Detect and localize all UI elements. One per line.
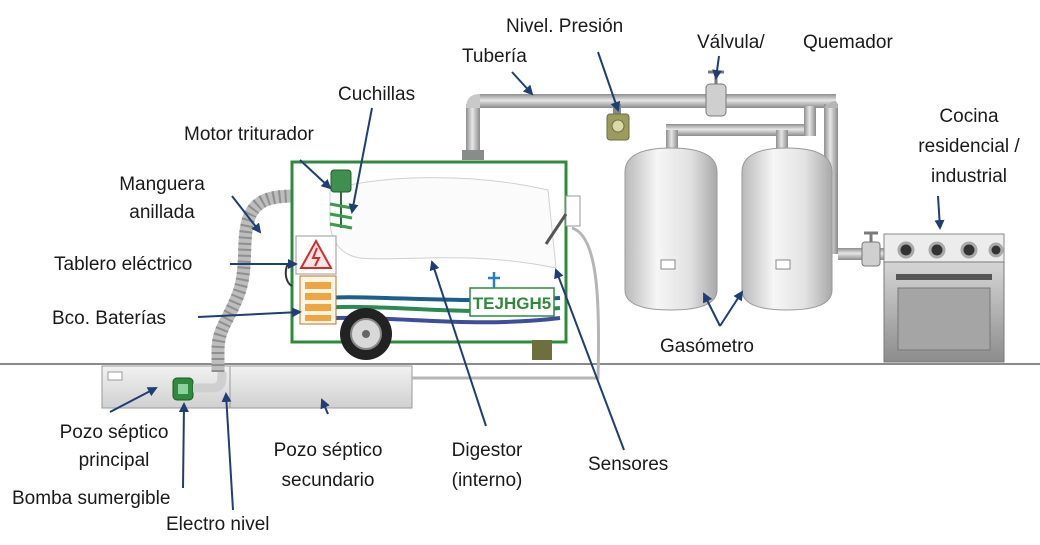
label-quemador: Quemador: [803, 32, 893, 53]
label-motor-triturador: Motor triturador: [184, 124, 314, 145]
tablero-electrico: [284, 235, 337, 287]
label-manguera-2: anillada: [129, 202, 195, 223]
label-pozo-secundario-1: Pozo séptico: [273, 440, 383, 461]
pointer-arrows: [109, 51, 945, 511]
label-bco-baterias: Bco. Baterías: [52, 308, 167, 329]
label-pozo-principal-2: principal: [78, 450, 150, 471]
pozo-septico-secundario: [229, 365, 413, 409]
label-manguera-1: Manguera: [119, 174, 205, 195]
manguera-anillada: [211, 189, 297, 372]
tejhgh5-logo-text: TEJHGH5: [473, 294, 551, 313]
rueda: [340, 308, 392, 360]
label-valvula: Válvula/: [697, 32, 765, 53]
gasometro-tanque-2: [741, 147, 833, 311]
label-sensores: Sensores: [588, 454, 669, 475]
label-tuberia: Tubería: [462, 46, 527, 67]
label-cuchillas: Cuchillas: [338, 84, 416, 105]
sensor-cable: [412, 226, 601, 380]
label-cocina-2: residencial /: [918, 136, 1020, 157]
gasometro-tanque-1: [624, 147, 718, 311]
valvula-cocina: [861, 231, 881, 267]
tejhgh5-logo: TEJHGH5: [469, 272, 555, 317]
label-nivel-presion: Nivel. Presión: [506, 16, 624, 37]
label-gasometro: Gasómetro: [660, 336, 754, 357]
label-bomba-sumergible: Bomba sumergible: [12, 488, 171, 509]
label-electro-nivel: Electro nivel: [166, 514, 270, 535]
label-tablero-electrico: Tablero eléctrico: [54, 254, 193, 275]
tubo-impulsion: [193, 371, 227, 393]
label-digestor-2: (interno): [451, 470, 523, 491]
bomba-sumergible: [172, 377, 194, 401]
cocina: [883, 233, 1005, 363]
label-cocina-3: industrial: [930, 166, 1008, 187]
label-pozo-secundario-2: secundario: [281, 470, 375, 491]
label-pozo-principal-1: Pozo séptico: [59, 422, 169, 443]
cuchillas: [329, 202, 353, 230]
valvula-quemador: [705, 70, 727, 117]
label-cocina-1: Cocina: [939, 106, 999, 127]
label-digestor-1: Digestor: [451, 440, 523, 461]
bco-baterias: [299, 275, 337, 325]
